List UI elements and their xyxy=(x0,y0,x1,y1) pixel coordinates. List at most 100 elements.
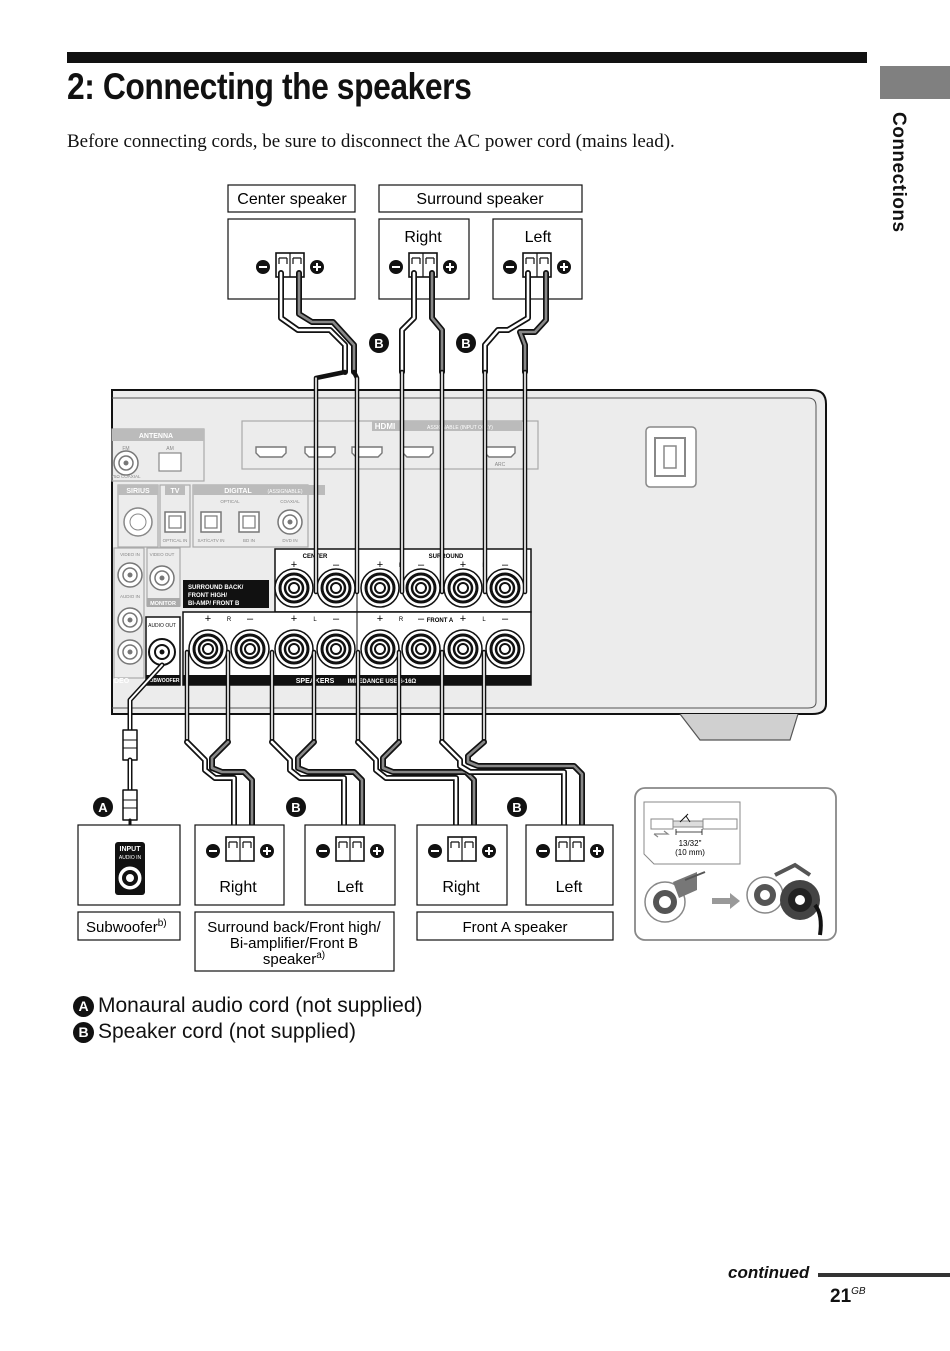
center-plus-mark: + xyxy=(291,559,297,571)
legend-a-text: Monaural audio cord (not supplied) xyxy=(98,994,423,1017)
sb-r-post-plus xyxy=(187,628,229,670)
am-antenna-terminal xyxy=(158,452,182,472)
subwoofer-cable xyxy=(122,662,165,852)
sb-left-cable xyxy=(269,649,365,831)
subwoofer-label: Subwooferb) xyxy=(86,918,167,936)
optical-label: OPTICAL xyxy=(220,499,240,504)
legend-a-badge: A xyxy=(73,995,94,1017)
tv-optical-jack xyxy=(164,511,186,533)
hdmi-section: HDMI ASSIGNABLE (INPUT ONLY) ARC xyxy=(241,420,539,470)
fa-r-minus-mark: – xyxy=(418,613,425,625)
sat-optical-jack xyxy=(200,511,222,533)
hdmi-jack-1 xyxy=(255,446,287,458)
sb-label-box xyxy=(194,911,395,972)
side-tab-marker xyxy=(880,66,950,99)
front-right-cable xyxy=(355,649,477,831)
digital-label: DIGITAL xyxy=(224,488,252,495)
impedance-label: IMPEDANCE USE 6-16Ω xyxy=(348,679,417,685)
surround-back-text-2: FRONT HIGH/ xyxy=(188,593,227,599)
sb-l-minus-mark: – xyxy=(333,613,340,625)
binding-post-before-icon xyxy=(644,871,706,923)
rca-plug-lower xyxy=(122,789,138,821)
receiver-rear-panel: ANTENNA FM AM 75Ω COAXIAL HDMI ASSIGNABL… xyxy=(111,389,827,741)
antenna-label: ANTENNA xyxy=(139,433,173,440)
legend-item-a: A Monaural audio cord (not supplied) xyxy=(73,994,423,1018)
fm-antenna-jack xyxy=(113,450,139,476)
sb-left-label: Left xyxy=(337,879,364,896)
center-cable xyxy=(278,270,360,595)
cord-markers: B B A B B xyxy=(93,333,527,817)
subwoofer-speaker: INPUT AUDIO IN Subwooferb) xyxy=(77,824,181,941)
hdmi-label: HDMI xyxy=(375,422,395,431)
sb-label-line-2: Bi-amplifier/Front B xyxy=(230,935,358,952)
wire-strip-inset: 13/32" (10 mm) xyxy=(634,787,837,941)
strip-arrow-icon xyxy=(653,830,670,838)
legend-b-text: Speaker cord (not supplied) xyxy=(98,1020,356,1043)
surround-r-plus-mark: + xyxy=(377,559,383,571)
speaker-terminal-panel: SURROUND BACK/ FRONT HIGH/ BI-AMP/ FRONT… xyxy=(182,548,532,686)
page-title: 2: Connecting the speakers xyxy=(67,66,472,107)
sb-r-post-minus xyxy=(229,628,271,670)
twist-icon xyxy=(679,813,691,823)
hdmi-jack-4 xyxy=(402,446,434,458)
surround-right-label: Right xyxy=(404,229,442,246)
surround-r-post-minus xyxy=(400,567,442,609)
side-tab-label: Connections xyxy=(888,112,909,233)
video-cut-label: DEO xyxy=(114,678,130,685)
subwoofer-out-label: SUBWOOFER xyxy=(146,678,179,684)
page-number-value: 21 xyxy=(830,1286,852,1307)
fa-l-post-plus xyxy=(442,628,484,670)
fa-r-plus-mark: + xyxy=(377,613,383,625)
antenna-section: ANTENNA FM AM 75Ω COAXIAL xyxy=(111,428,205,482)
binding-post-after-icon xyxy=(746,862,823,936)
surround-right-cable xyxy=(399,270,445,595)
page-number: 21GB xyxy=(830,1286,866,1308)
continued-label: continued xyxy=(728,1263,810,1282)
front-left-cable xyxy=(439,649,585,831)
sb-l-mark: L xyxy=(313,617,317,623)
surround-speakers: Surround speaker Right Left xyxy=(378,184,583,300)
surround-l-post-minus xyxy=(484,567,526,609)
fm-label: FM xyxy=(122,446,129,452)
center-speaker: Center speaker xyxy=(227,184,356,300)
legend-b-badge: B xyxy=(73,1021,94,1043)
coaxial-label: COAXIAL xyxy=(280,499,300,504)
marker-b-bottom-1: B xyxy=(291,800,300,815)
insert-arrow-icon xyxy=(712,893,740,909)
fa-r-post-minus xyxy=(400,628,442,670)
legend-item-b: B Speaker cord (not supplied) xyxy=(73,1020,356,1044)
fa-l-mark: L xyxy=(482,617,486,623)
am-label: AM xyxy=(166,446,174,452)
surround-l-minus-mark: – xyxy=(502,559,509,571)
marker-b-top-2: B xyxy=(461,336,470,351)
strip-length-label: 13/32" xyxy=(679,839,702,848)
video-out-jack xyxy=(149,565,175,591)
subwoofer-input-label: INPUT xyxy=(120,846,142,853)
strip-mm-label: (10 mm) xyxy=(675,848,705,857)
sb-r-plus-mark: + xyxy=(205,613,211,625)
center-speaker-label: Center speaker xyxy=(237,191,347,208)
digital-assignable-label: (ASSIGNABLE) xyxy=(267,489,302,495)
marker-b-top-1: B xyxy=(374,336,383,351)
center-minus-mark: – xyxy=(333,559,340,571)
sb-label-line-1: Surround back/Front high/ xyxy=(207,919,381,936)
video-section: VIDEO IN AUDIO IN VIDEO OUT MONITOR DEO xyxy=(113,547,181,685)
sb-right-label: Right xyxy=(219,879,257,896)
surround-back-panel-label xyxy=(183,580,269,608)
subwoofer-audio-in-label: AUDIO IN xyxy=(119,855,142,861)
sb-right-cable xyxy=(184,649,255,831)
video-in-jack xyxy=(117,562,143,588)
tv-optical-in-label: OPTICAL IN xyxy=(163,538,188,543)
surround-back-text-1: SURROUND BACK/ xyxy=(188,585,244,591)
surround-terminal-label: SURROUND xyxy=(429,554,464,560)
surround-left-cable xyxy=(482,270,549,595)
front-left-label: Left xyxy=(556,879,583,896)
subwoofer-label-box xyxy=(77,911,181,941)
sb-label-line-3: speakera) xyxy=(263,950,325,968)
sb-l-post-plus xyxy=(273,628,315,670)
surround-r-minus-mark: – xyxy=(418,559,425,571)
sb-l-plus-mark: + xyxy=(291,613,297,625)
subwoofer-out-section: AUDIO OUT SUBWOOFER xyxy=(145,616,181,686)
page-suffix: GB xyxy=(851,1286,866,1297)
